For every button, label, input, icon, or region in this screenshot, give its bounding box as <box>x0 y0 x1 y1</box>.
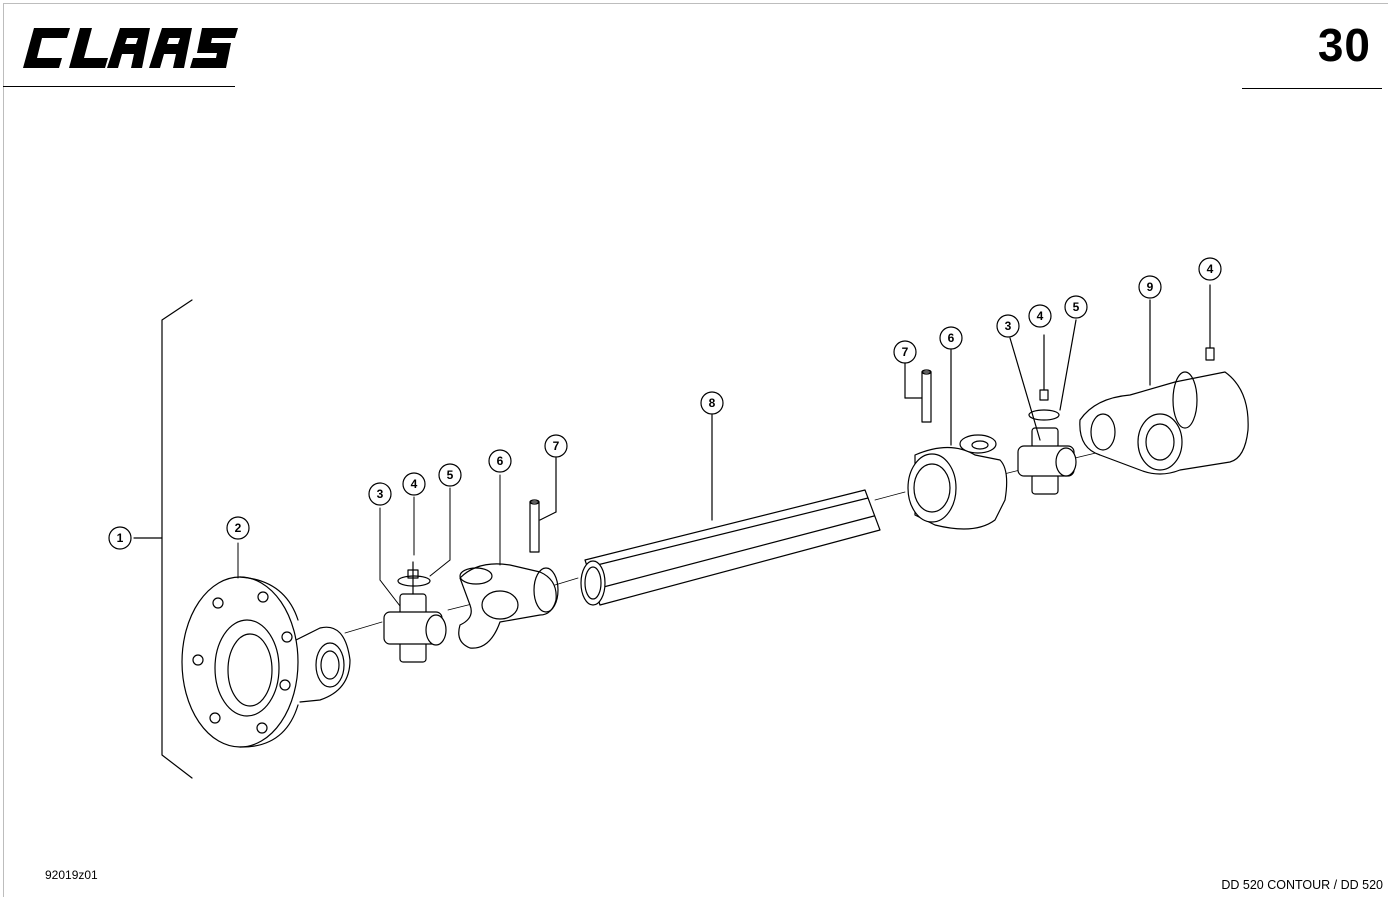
callout-1: 1 <box>108 526 132 550</box>
svg-text:3: 3 <box>1005 319 1012 333</box>
svg-text:2: 2 <box>235 521 242 535</box>
callout-6-right: 6 <box>939 326 963 350</box>
svg-text:4: 4 <box>411 477 418 491</box>
svg-text:1: 1 <box>117 531 124 545</box>
svg-text:6: 6 <box>497 454 504 468</box>
guard-tube <box>1079 284 1249 475</box>
callout-2: 2 <box>226 516 250 540</box>
cross-journal-right <box>1009 319 1077 495</box>
callout-4-right: 4 <box>1028 304 1052 328</box>
callout-3-left: 3 <box>368 482 392 506</box>
yoke-right <box>907 349 1008 530</box>
svg-text:7: 7 <box>902 345 909 359</box>
svg-text:5: 5 <box>1073 300 1080 314</box>
callout-8: 8 <box>700 391 724 415</box>
callout-4-top: 4 <box>1198 257 1222 281</box>
svg-text:6: 6 <box>948 331 955 345</box>
roll-pin-left <box>529 457 557 553</box>
callout-4-left: 4 <box>402 472 426 496</box>
page-frame <box>3 3 1388 897</box>
svg-text:4: 4 <box>1207 262 1214 276</box>
callouts: 1 2 3 4 5 6 7 8 3 4 5 6 7 9 4 <box>108 257 1222 550</box>
yoke-left <box>458 563 559 649</box>
roll-pin-right <box>904 361 932 423</box>
callout-3-right: 3 <box>996 314 1020 338</box>
flange-yoke <box>181 576 351 748</box>
drawing-id: 92019z01 <box>45 868 98 882</box>
callout-5-right: 5 <box>1064 295 1088 319</box>
page-number: 30 <box>1317 19 1371 71</box>
cross-journal-left <box>383 561 447 663</box>
callout-7-left: 7 <box>544 434 568 458</box>
svg-text:8: 8 <box>709 396 716 410</box>
assembly-bracket <box>133 299 193 779</box>
profile-tube <box>580 414 881 606</box>
callout-9: 9 <box>1138 275 1162 299</box>
svg-text:5: 5 <box>447 468 454 482</box>
callout-7-right: 7 <box>893 340 917 364</box>
svg-text:4: 4 <box>1037 309 1044 323</box>
svg-text:9: 9 <box>1147 280 1154 294</box>
claas-logo <box>23 28 238 68</box>
svg-text:7: 7 <box>553 439 560 453</box>
model-caption: DD 520 CONTOUR / DD 520 <box>1221 878 1383 892</box>
svg-text:3: 3 <box>377 487 384 501</box>
header-rule-left <box>3 86 235 87</box>
callout-5-left: 5 <box>438 463 462 487</box>
header-rule-right <box>1242 88 1382 89</box>
callout-6-left: 6 <box>488 449 512 473</box>
center-axis <box>344 451 1101 634</box>
leader-lines-left <box>237 474 501 607</box>
